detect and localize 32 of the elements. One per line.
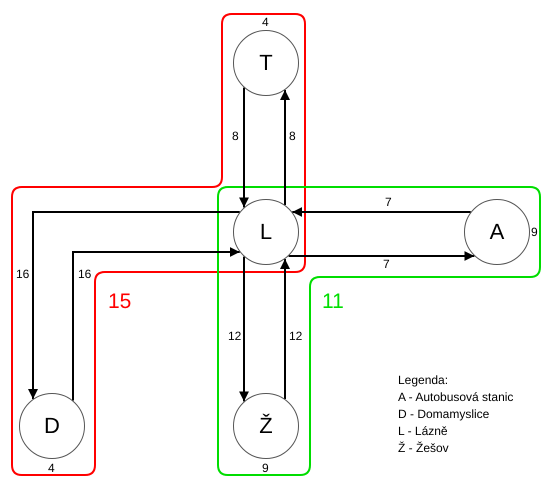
stop-circle: T	[233, 30, 299, 96]
legend-entry: Ž - Žešov	[398, 442, 449, 454]
edge-label: 8	[288, 130, 297, 142]
arrow	[280, 90, 290, 206]
arrow	[239, 88, 249, 208]
stop-count: 9	[531, 226, 538, 238]
arrow	[28, 211, 240, 400]
stop-circle: A	[464, 199, 530, 265]
zone-total: 11	[322, 291, 344, 312]
edge-label: 8	[231, 130, 240, 142]
arrow	[72, 247, 240, 401]
edge-label: 16	[77, 268, 92, 280]
stop-count: 4	[48, 462, 55, 474]
legend-entry: L - Lázně	[398, 425, 448, 437]
edge-label: 12	[288, 330, 304, 342]
arrow	[280, 258, 290, 400]
zone-total: 15	[108, 291, 132, 312]
legend-title: Legenda:	[398, 374, 448, 386]
edge-label: 7	[382, 258, 391, 270]
legend-entry: A - Autobusová stanic	[398, 391, 514, 403]
arrow	[292, 207, 471, 217]
stop-circle: L	[233, 199, 299, 265]
stop-count: 9	[262, 462, 269, 474]
edge-label: 16	[15, 268, 30, 280]
arrow	[239, 256, 249, 402]
arrow	[288, 251, 474, 261]
edge-label: 12	[227, 330, 242, 342]
stop-count: 4	[262, 16, 269, 28]
stop-circle: D	[19, 393, 85, 459]
stop-circle: Ž	[233, 393, 299, 459]
edge-label: 7	[384, 196, 393, 208]
legend-entry: D - Domamyslice	[398, 408, 490, 420]
